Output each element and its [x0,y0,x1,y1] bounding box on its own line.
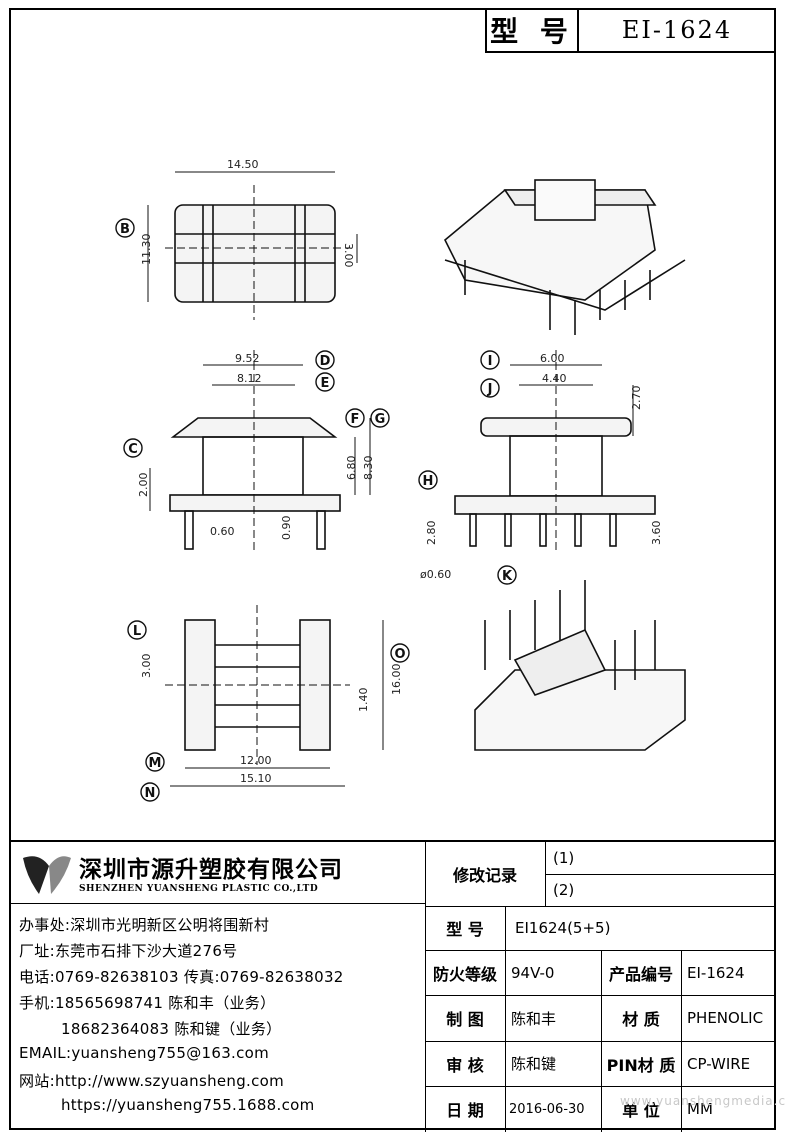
dim-top-width: 14.50 [227,158,259,171]
callout-n [140,782,160,802]
product-no-label: 产品编号 [608,964,673,984]
pin-material-value: CP-WIRE [687,1054,751,1073]
dim-front-c: 2.00 [137,473,150,498]
dim-front-gap: 0.90 [280,516,293,541]
dim-side-pin: 2.80 [425,521,438,546]
callout-k [497,565,517,585]
drawn-by-label: 制 图 [446,1010,484,1029]
material-value: PHENOLIC [687,1009,764,1027]
unit-value: MM [687,1100,713,1118]
callout-m [145,752,165,772]
email: EMAIL:yuansheng755@163.com [19,1044,270,1062]
callout-d-label: D [320,354,331,369]
dim-front-pin: 0.60 [210,525,235,538]
bottom-view [165,605,384,787]
callout-b-label: B [120,222,130,237]
company-header: 深圳市源升塑胶有限公司 SHENZHEN YUANSHENG PLASTIC C… [9,842,425,904]
mobile-2: 18682364083 陈和键（业务） [61,1020,282,1038]
fire-rating-label: 防火等级 [432,964,497,984]
dim-side-pindia: ø0.60 [420,568,451,581]
model-label: 型 号 [487,9,579,51]
callout-b [115,218,135,238]
unit-label: 单 位 [622,1101,660,1120]
dim-front-d: 9.52 [235,352,260,365]
isometric-view-top [444,179,686,335]
date-value: 2016-06-30 [509,1101,585,1117]
dim-bottom-n: 15.10 [240,772,272,785]
title-block: 深圳市源升塑胶有限公司 SHENZHEN YUANSHENG PLASTIC C… [9,840,776,1132]
dim-front-g: 8.30 [362,456,375,481]
callout-c [123,438,143,458]
spec-model-value: EI1624(5+5) [515,919,611,937]
callout-n-label: N [145,786,156,801]
company-logo-icon [23,856,71,894]
reviewed-by-value: 陈和键 [511,1055,557,1073]
callout-i [480,350,500,370]
callout-d [315,350,335,370]
dim-side-top: 2.70 [630,386,643,411]
spec-model-label: 型 号 [446,920,484,939]
fire-rating-value: 94V-0 [511,963,555,982]
callout-o-label: O [394,647,405,662]
factory-address: 厂址:东莞市石排下沙大道276号 [19,942,238,960]
technical-drawing: 14.50 11.30 3.00 9.52 8.12 6.80 8.30 2.0… [115,158,686,802]
dim-side-pin2: 3.60 [650,521,663,546]
dim-bottom-m: 12.00 [240,754,272,767]
model-value: EI-1624 [621,16,733,44]
mobile-1: 手机:18565698741 陈和丰（业务） [19,994,276,1012]
callout-f-label: F [351,412,360,427]
dim-front-fg: 6.80 [345,456,358,481]
company-name-en: SHENZHEN YUANSHENG PLASTIC CO.,LTD [79,884,319,894]
revision-2: (2) [553,881,575,899]
callout-l [127,620,147,640]
office-address: 办事处:深圳市光明新区公明将围新村 [19,916,270,934]
company-name-cn: 深圳市源升塑胶有限公司 [79,857,343,883]
dim-side-j: 4.40 [542,372,567,385]
website-1: 网站:http://www.szyuansheng.com [19,1072,285,1090]
side-view [454,350,656,550]
callout-e [315,372,335,392]
callout-m-label: M [149,756,162,771]
revision-label: 修改记录 [452,866,517,885]
isometric-view-bottom [474,580,686,751]
drawing-frame [9,8,776,1130]
dim-top-inner: 3.00 [342,243,355,268]
front-view [149,350,371,550]
revision-1: (1) [553,849,575,867]
callout-e-label: E [321,376,330,391]
callout-l-label: L [133,624,141,639]
dim-side-i: 6.00 [540,352,565,365]
dim-front-e: 8.12 [237,372,262,385]
top-view [147,171,358,320]
material-label: 材 质 [622,1010,660,1029]
callout-h [418,470,438,490]
pin-material-label: PIN材 质 [606,1055,676,1075]
title-block-model: 型 号 EI-1624 [485,9,775,53]
dim-bottom-o: 16.00 [390,664,403,696]
callout-f [345,408,365,428]
website-2: https://yuansheng755.1688.com [61,1096,315,1114]
date-label: 日 期 [446,1101,484,1120]
dim-bottom-p: 1.40 [357,688,370,713]
reviewed-by-label: 审 核 [446,1055,484,1075]
callout-i-label: I [488,354,493,369]
callout-o [390,643,410,663]
product-no-value: EI-1624 [687,963,745,982]
phone-fax: 电话:0769-82638103 传真:0769-82638032 [19,968,344,986]
callout-g [370,408,390,428]
watermark: www.yuanshengmedia.com [620,1094,786,1108]
callout-c-label: C [128,442,138,457]
callout-k-label: K [502,569,513,584]
drawn-by-value: 陈和丰 [511,1009,557,1028]
callout-j-label: J [487,382,493,397]
callout-j [480,378,500,398]
callout-g-label: G [375,412,386,427]
dim-top-height: 11.30 [140,234,153,266]
dim-bottom-l: 3.00 [140,654,153,679]
callout-h-label: H [423,474,434,489]
